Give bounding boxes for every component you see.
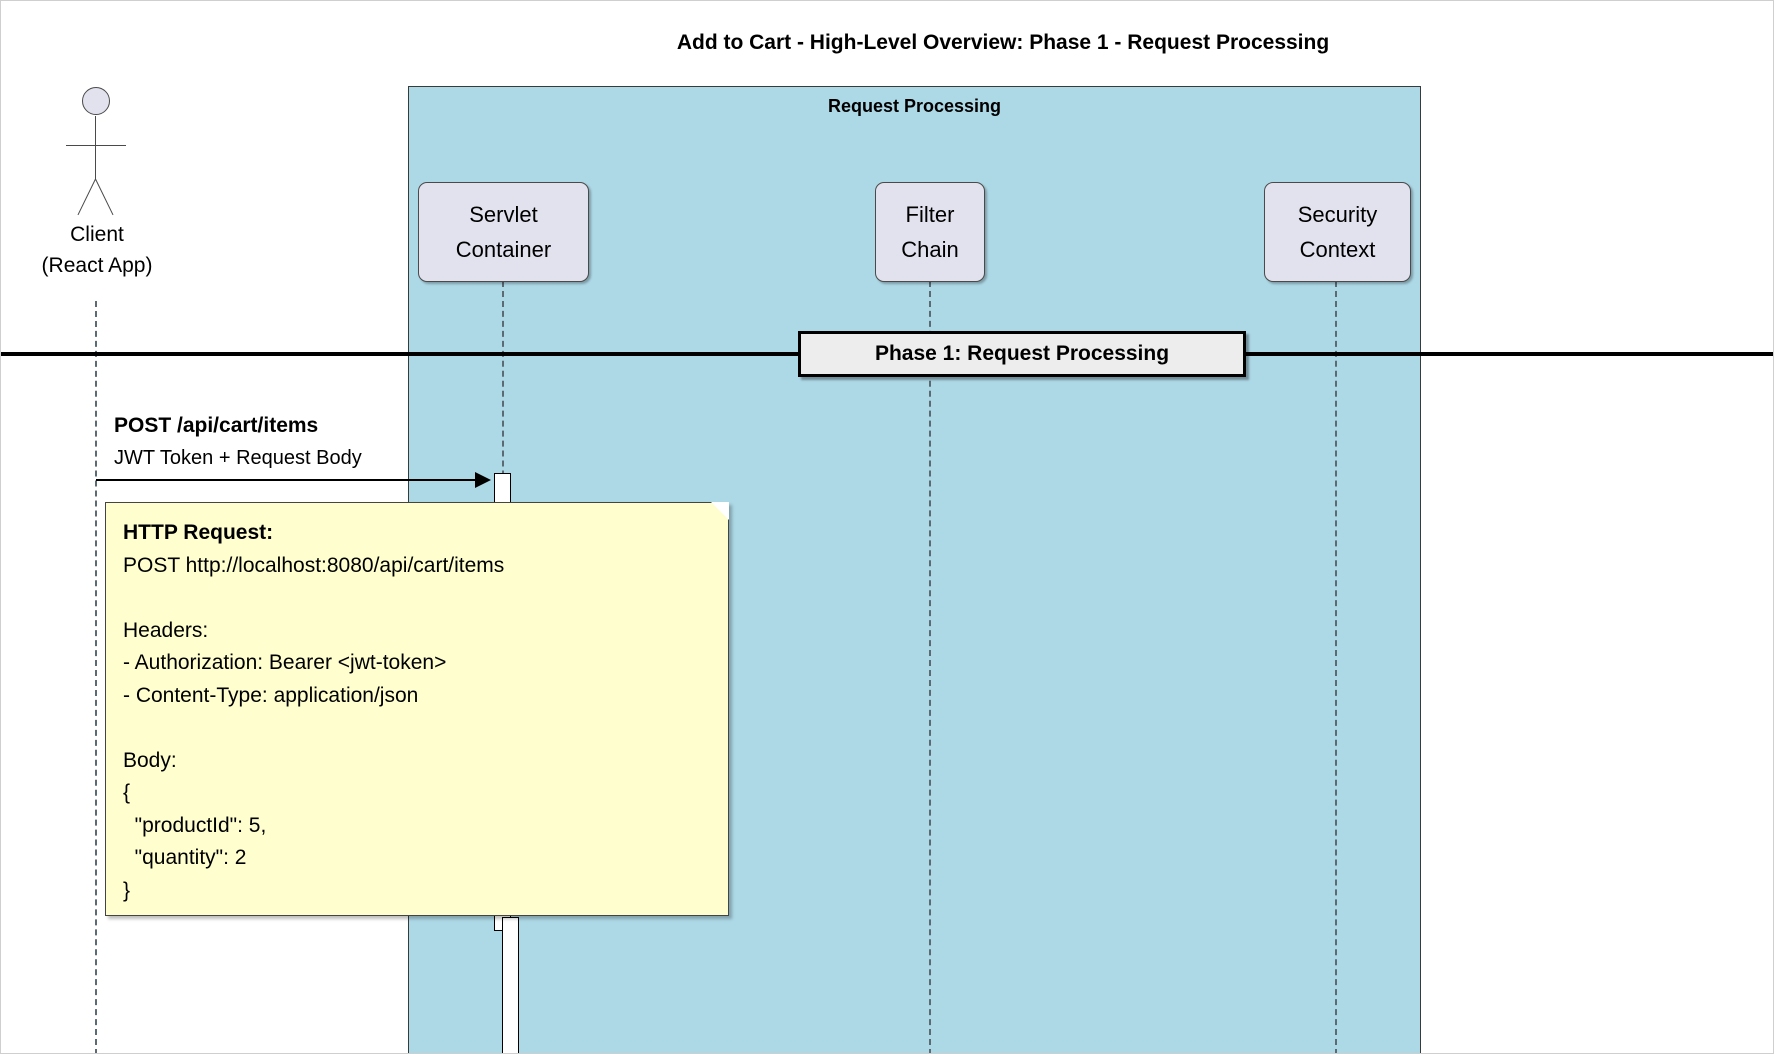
message-arrow-head-icon [475,472,491,488]
actor-subtitle: (React App) [41,254,153,277]
note-http-request: HTTP Request: POST http://localhost:8080/… [105,502,729,916]
actor-name: Client [70,223,124,246]
participant-filter-chain-label: Filter Chain [901,197,958,267]
actor-client[interactable] [49,87,145,217]
lifeline-client [95,301,97,1053]
activation-servlet-container-nested [502,917,519,1053]
note-text: POST http://localhost:8080/api/cart/item… [123,553,505,902]
participant-label-line1: Security [1297,202,1378,227]
participant-label-line2: Container [455,237,552,262]
note-fold-corner-icon [711,502,729,520]
lifeline-security-context [1335,281,1337,1053]
actor-arms-icon [66,145,126,146]
participant-security-context[interactable]: Security Context [1264,182,1411,282]
participant-label-line2: Context [1299,237,1376,262]
participant-label-line1: Servlet [469,202,538,227]
group-box-label: Request Processing [827,96,1002,116]
actor-leg-right-icon [95,178,114,216]
page-title: Add to Cart - High-Level Overview: Phase… [676,31,1330,54]
message-label-primary: POST /api/cart/items [114,414,319,437]
participant-label-line2: Chain [901,237,959,262]
message-label-secondary: JWT Token + Request Body [114,447,362,469]
participant-servlet-container[interactable]: Servlet Container [418,182,589,282]
actor-client-label: Client (React App) [1,219,193,281]
actor-head-icon [82,87,110,115]
note-title: HTTP Request: [123,521,274,544]
actor-leg-left-icon [77,178,96,216]
phase-divider-label: Phase 1: Request Processing [798,331,1246,377]
participant-servlet-container-label: Servlet Container [456,197,551,267]
participant-label-line1: Filter [905,202,955,227]
participant-filter-chain[interactable]: Filter Chain [875,182,985,282]
actor-torso-icon [95,116,96,179]
lifeline-filter-chain [929,281,931,1053]
message-arrow-line [96,479,476,481]
participant-security-context-label: Security Context [1298,197,1377,267]
note-http-request-body: HTTP Request: POST http://localhost:8080/… [123,517,718,907]
